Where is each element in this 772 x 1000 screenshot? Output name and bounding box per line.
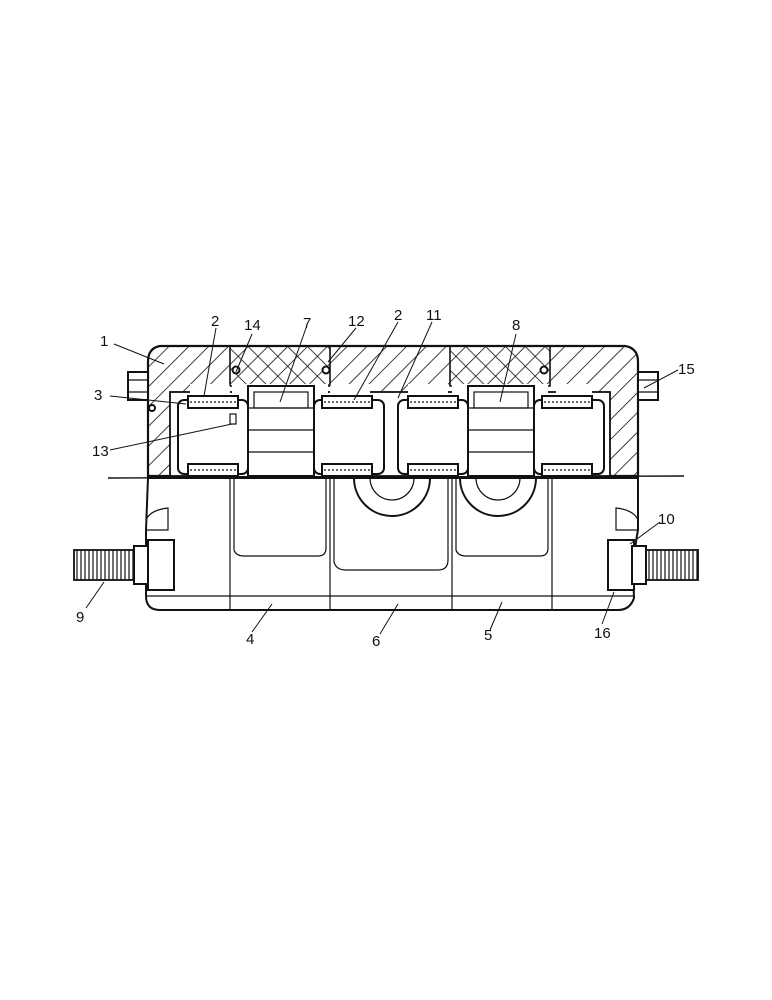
lower-housing	[145, 477, 639, 611]
callout-6: 6	[372, 633, 380, 650]
callouts: 1 2 14 7 12 2 11 8 15 3 13 10 9 4 6 5 16	[76, 307, 695, 650]
callout-14: 14	[244, 317, 261, 334]
shaft-gear-7	[247, 385, 315, 477]
callout-8: 8	[512, 317, 520, 334]
callout-4: 4	[246, 631, 254, 648]
callout-10: 10	[658, 511, 675, 528]
callout-1: 1	[100, 333, 108, 350]
side-bolt-left	[127, 371, 149, 401]
bearing-left-inner	[313, 395, 385, 477]
leader-lines	[85, 321, 679, 635]
callout-13: 13	[92, 443, 109, 460]
callout-11: 11	[426, 307, 442, 324]
bearing-right-outer	[533, 395, 605, 477]
callout-5: 5	[484, 627, 492, 644]
callout-15: 15	[678, 361, 695, 378]
callout-9: 9	[76, 609, 84, 626]
bearing-left-outer	[177, 395, 249, 477]
threaded-stud-10	[631, 545, 699, 585]
callout-3: 3	[94, 387, 102, 404]
threaded-stud-9	[73, 545, 149, 585]
callout-7: 7	[303, 315, 311, 332]
callout-2-left: 2	[211, 313, 219, 330]
bearing-right-inner	[397, 395, 469, 477]
callout-12: 12	[348, 313, 365, 330]
callout-2-right: 2	[394, 307, 402, 324]
callout-16: 16	[594, 625, 611, 642]
